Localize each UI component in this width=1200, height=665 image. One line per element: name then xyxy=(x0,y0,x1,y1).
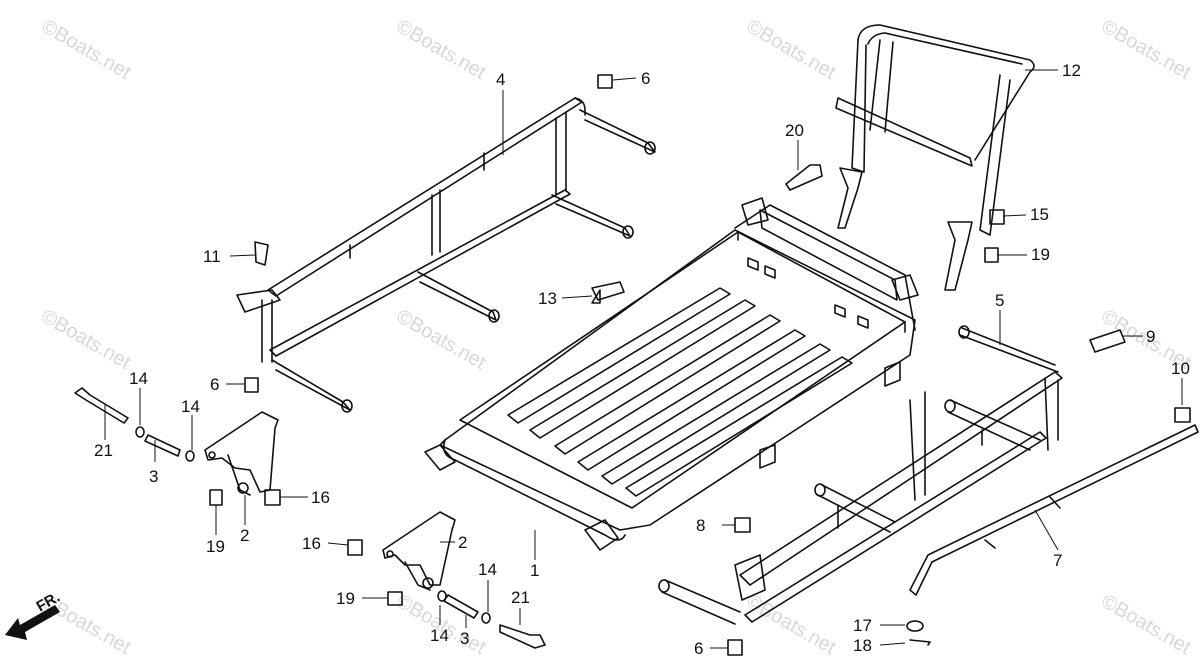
rod xyxy=(909,424,1199,596)
callout-label: 1 xyxy=(530,561,539,580)
callout-label: 7 xyxy=(1053,551,1062,570)
callout-label: 14 xyxy=(430,626,449,645)
watermark: ©Boats.net xyxy=(38,305,135,374)
callout-label: 14 xyxy=(129,369,148,388)
watermark: ©Boats.net xyxy=(393,305,490,374)
callout-label: 8 xyxy=(696,516,705,535)
callout-label: 18 xyxy=(853,636,872,655)
watermark: ©Boats.net xyxy=(38,15,135,84)
watermark: ©Boats.net xyxy=(1098,590,1195,659)
bracket-right xyxy=(382,511,456,591)
callout-label: 10 xyxy=(1171,359,1190,378)
side-rail-left xyxy=(236,97,656,413)
watermark: ©Boats.net xyxy=(1098,15,1195,84)
callout-label: 15 xyxy=(1030,205,1049,224)
callout-label: 2 xyxy=(240,526,249,545)
callout-label: 2 xyxy=(458,533,467,552)
callout-label: 12 xyxy=(1062,61,1081,80)
watermark: ©Boats.net xyxy=(743,590,840,659)
callout-label: 9 xyxy=(1146,327,1155,346)
watermark: ©Boats.net xyxy=(393,15,490,84)
bed-slats xyxy=(507,287,853,497)
callout-label: 6 xyxy=(210,375,219,394)
callout-label: 17 xyxy=(853,616,872,635)
callout-label: 6 xyxy=(694,639,703,658)
callout-label: 3 xyxy=(149,467,158,486)
callout-label: 16 xyxy=(311,488,330,507)
callout-label: 19 xyxy=(1031,245,1050,264)
callout-label: 20 xyxy=(785,121,804,140)
callout-label: 5 xyxy=(995,291,1004,310)
callout-label: 11 xyxy=(203,247,221,266)
fasteners xyxy=(74,74,1191,656)
callout-label: 21 xyxy=(94,441,113,460)
callouts: 4 6 12 20 15 19 11 13 5 9 10 14 6 14 21 … xyxy=(94,61,1190,658)
callout-label: 16 xyxy=(302,534,321,553)
upper-rack xyxy=(835,24,1035,291)
callout-label: 3 xyxy=(460,629,469,648)
watermark: ©Boats.net xyxy=(743,15,840,84)
side-rail-right xyxy=(658,325,1063,625)
callout-label: 19 xyxy=(206,537,225,556)
callout-label: 19 xyxy=(336,589,355,608)
callout-label: 14 xyxy=(478,560,497,579)
callout-label: 13 xyxy=(538,289,557,308)
leader-lines xyxy=(104,69,1183,649)
callout-label: 21 xyxy=(511,588,530,607)
cargo-bed xyxy=(424,197,919,551)
bracket-left xyxy=(204,411,279,496)
callout-label: 6 xyxy=(641,69,650,88)
callout-label: 14 xyxy=(181,397,200,416)
front-direction-arrow: FR. xyxy=(5,589,63,640)
callout-label: 4 xyxy=(496,70,505,89)
